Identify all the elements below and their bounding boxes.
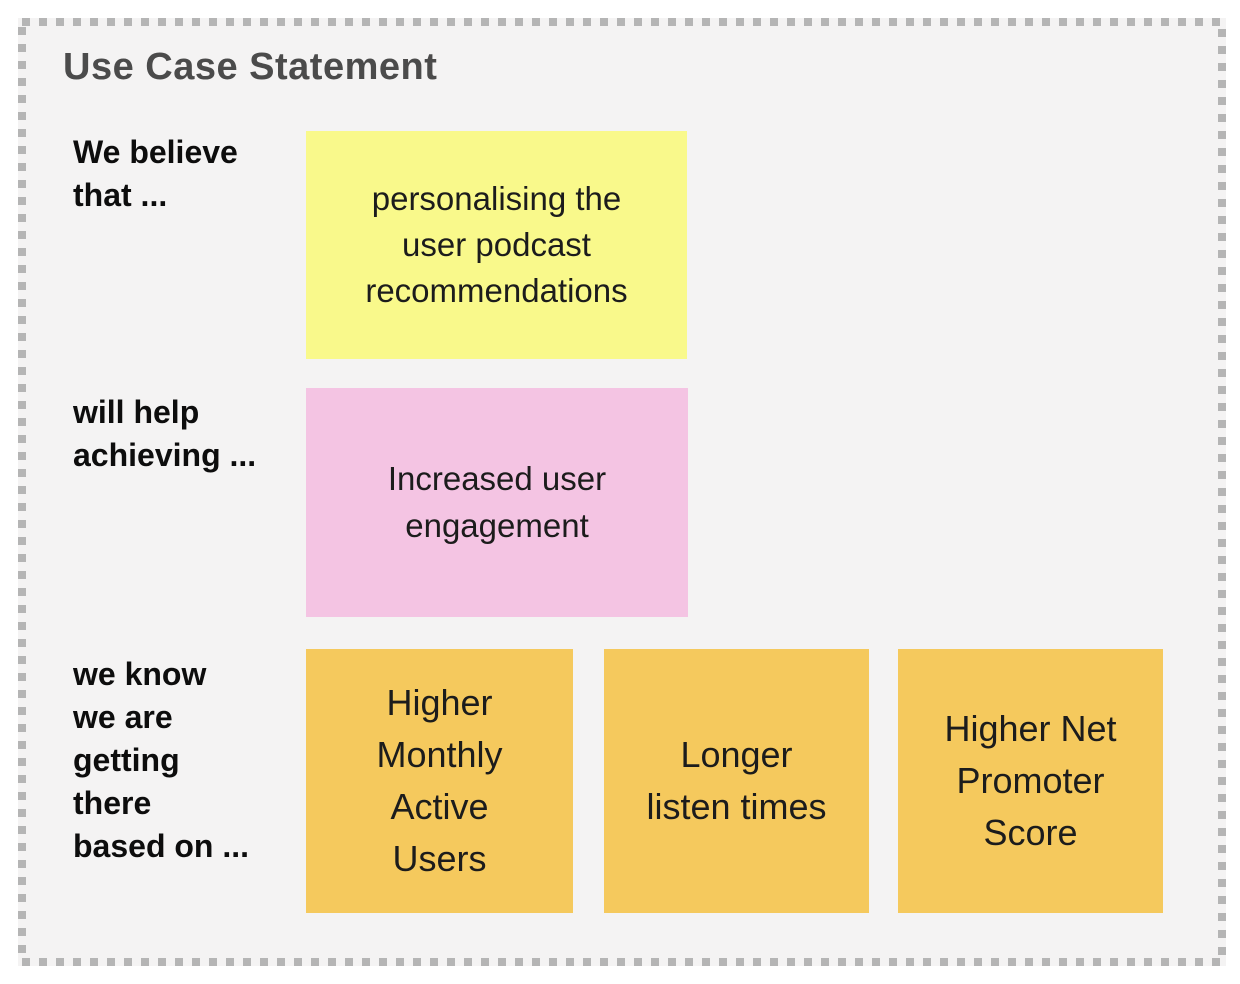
sticky-note-longer-listen-times[interactable]: Longer listen times — [604, 649, 869, 913]
sticky-note-increased-engagement[interactable]: Increased user engagement — [306, 388, 688, 617]
sticky-note-higher-net-promoter-score[interactable]: Higher Net Promoter Score — [898, 649, 1163, 913]
label-will-help-achieving: will help achieving ... — [73, 394, 257, 473]
sticky-note-personalising-recommendations[interactable]: personalising the user podcast recommend… — [306, 131, 687, 359]
label-we-believe-that: We believe that ... — [73, 134, 238, 213]
sticky-note-higher-monthly-active-users[interactable]: Higher Monthly Active Users — [306, 649, 573, 913]
use-case-statement-board: Use Case Statement We believe that ... p… — [18, 18, 1226, 966]
board-title: Use Case Statement — [63, 46, 438, 88]
label-we-know-we-are-getting-there: we know we are getting there based on ..… — [73, 656, 250, 864]
